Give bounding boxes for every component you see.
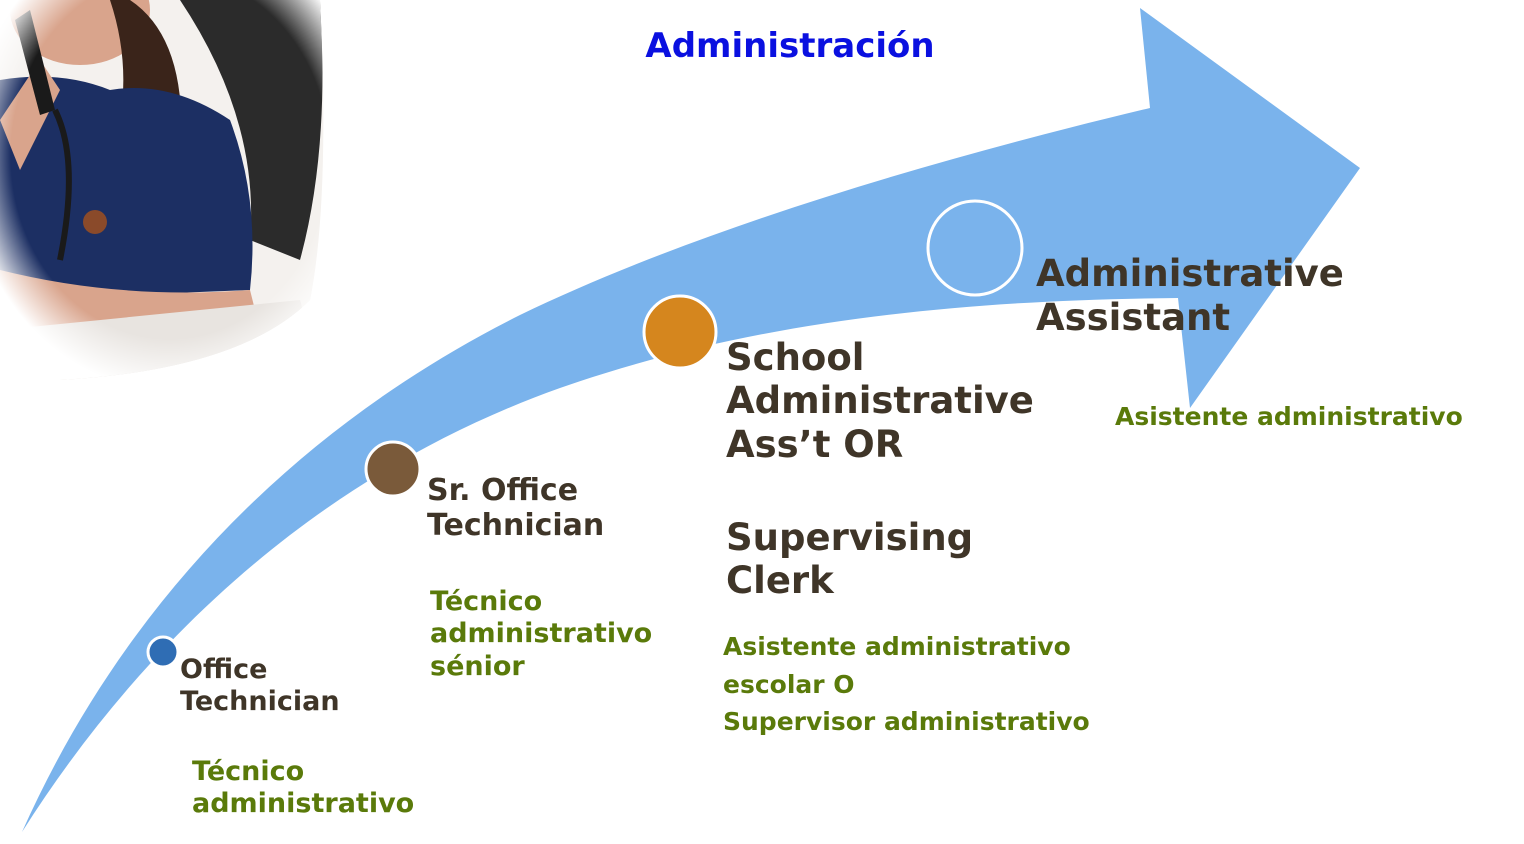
step-4-en-line-2: Assistant <box>1036 296 1231 340</box>
step-3-en-line-2: Administrative <box>726 379 1034 423</box>
step-3-en-line-3: Ass’t OR <box>726 422 904 466</box>
step-2-en-line-2: Technician <box>427 508 605 544</box>
step-3-en-alt-line-2: Clerk <box>726 559 834 603</box>
step-1-es-line-1: Técnico <box>192 756 305 787</box>
step-4-en-line-1: Administrative <box>1036 252 1344 295</box>
step-1-en-line-1: Office <box>180 654 268 685</box>
step-2-en-line-1: Sr. Office <box>427 473 579 508</box>
step-4-spanish-title: Asistente administrativo <box>1115 402 1463 432</box>
step-2-english-title: Sr. Office Technician <box>427 473 604 544</box>
growth-arrow <box>22 8 1360 832</box>
step-3-english-title: School Administrative Ass’t OR <box>726 336 1034 466</box>
milestone-dot-2 <box>364 440 422 498</box>
step-1-es-line-2: administrativo <box>192 788 415 820</box>
step-3-en-line-1: School <box>726 336 865 379</box>
step-2-spanish-title: Técnico administrativo sénior <box>430 586 652 683</box>
slide-title: Administración <box>645 26 935 66</box>
step-1-spanish-title: Técnico administrativo <box>192 756 414 821</box>
milestone-dot-3 <box>642 294 718 370</box>
step-3-spanish-title: Asistente administrativo escolar O Super… <box>723 628 1090 741</box>
woman-on-phone-photo <box>0 0 324 380</box>
step-4-english-title: Administrative Assistant <box>1036 252 1344 341</box>
step-3-es-line-3: Supervisor administrativo <box>723 707 1090 736</box>
step-3-english-alt-title: Supervising Clerk <box>726 516 973 603</box>
step-4-es-line-1: Asistente administrativo <box>1115 402 1463 431</box>
step-1-en-line-2: Technician <box>180 685 340 717</box>
step-1-english-title: Office Technician <box>180 654 340 718</box>
step-2-es-line-1: Técnico <box>430 586 543 617</box>
step-2-es-line-2: administrativo <box>430 618 653 650</box>
milestone-dot-4 <box>926 199 1024 297</box>
step-3-es-line-1: Asistente administrativo <box>723 632 1071 661</box>
step-3-es-line-2: escolar O <box>723 669 855 699</box>
step-2-es-line-3: sénior <box>430 650 525 682</box>
step-3-en-alt-line-1: Supervising <box>726 516 974 559</box>
milestone-dot-1 <box>146 635 180 669</box>
